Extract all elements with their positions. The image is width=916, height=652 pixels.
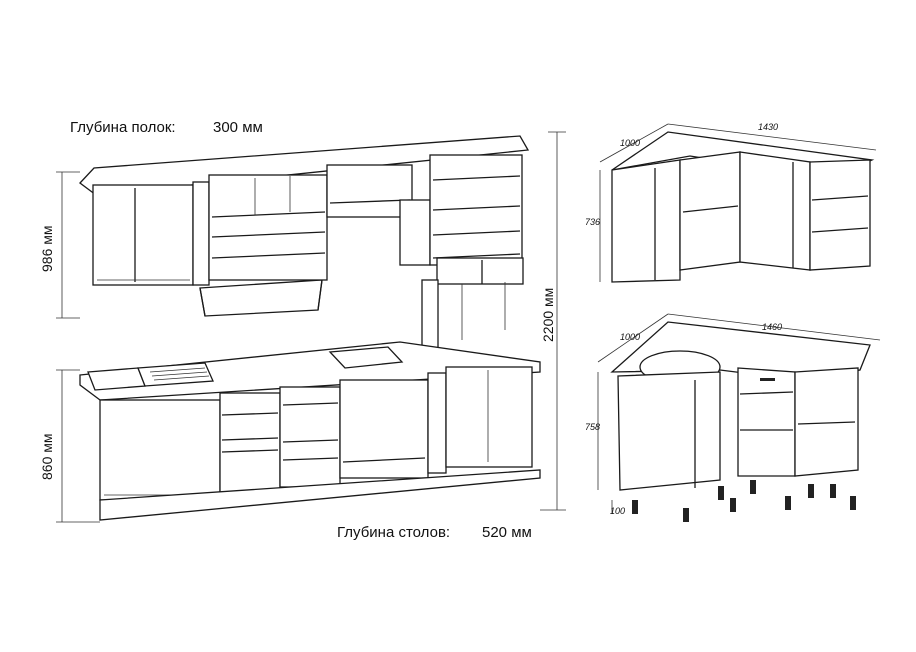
table-depth-label: Глубина столов: xyxy=(337,524,450,541)
upper-height-dim: 736 xyxy=(585,217,600,227)
corner-upper-set: 1000 1430 736 xyxy=(585,122,877,283)
table-depth-value: 520 мм xyxy=(482,524,532,541)
lower-width-dim: 1460 xyxy=(762,322,782,332)
upper-height-label: 986 мм xyxy=(39,226,55,273)
lower-depth-dim: 1000 xyxy=(620,332,640,342)
straight-kitchen: Глубина полок: 300 мм xyxy=(39,119,566,541)
shelf-depth-label: Глубина полок: xyxy=(70,119,176,136)
upper-cabinets xyxy=(79,135,530,351)
dimensions-left: 986 мм 860 мм 2200 мм xyxy=(39,131,566,523)
total-height-label: 2200 мм xyxy=(540,288,556,342)
upper-depth-dim: 1000 xyxy=(620,138,640,148)
upper-width-dim: 1430 xyxy=(758,122,778,132)
lower-height-dim: 758 xyxy=(585,422,600,432)
legs xyxy=(632,480,856,522)
corner-lower-set: 1000 1460 758 100 xyxy=(585,313,881,522)
leg-height-dim: 100 xyxy=(610,506,625,516)
lower-cabinets xyxy=(79,341,541,521)
shelf-depth-value: 300 мм xyxy=(213,119,263,136)
lower-height-label: 860 мм xyxy=(39,434,55,481)
